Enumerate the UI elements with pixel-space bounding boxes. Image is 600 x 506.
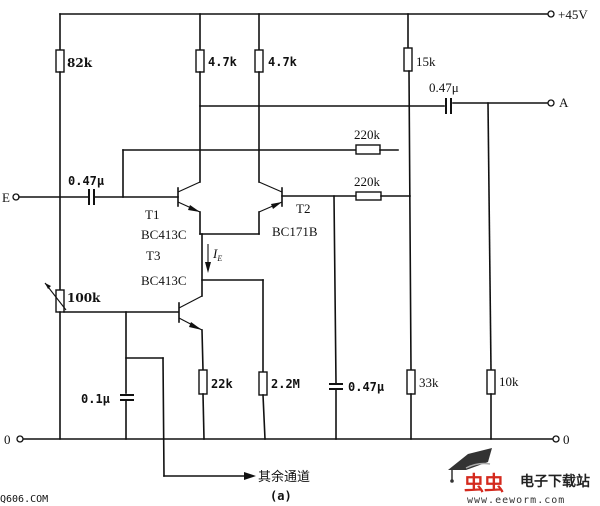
wire (408, 70, 412, 371)
output-terminal-a[interactable] (547, 99, 555, 107)
watermark-left: Q606.COM (0, 494, 48, 505)
transistor-t2 (258, 181, 283, 213)
resistor-82k-label: 82k (67, 56, 93, 70)
wire (201, 329, 204, 371)
resistor-15k-label: 15k (416, 54, 436, 69)
resistor-22k (198, 369, 208, 395)
transistor-t3 (178, 295, 203, 331)
resistor-33k-label: 33k (419, 375, 439, 390)
logo-url: www.eeworm.com (467, 495, 565, 506)
resistor-2m2 (258, 371, 268, 396)
input-terminal-e[interactable] (12, 193, 20, 201)
capacitor-in-label: 0.47μ (68, 174, 104, 188)
other-channels-label: 其余通道 (258, 469, 310, 485)
resistor-10k-label: 10k (499, 374, 519, 389)
current-arrow-head (205, 262, 211, 273)
wire (162, 357, 165, 477)
output-label: A (559, 95, 569, 110)
figure-caption: (a) (270, 489, 292, 503)
supply-terminal[interactable] (547, 10, 555, 18)
t1-part: BC413C (141, 227, 187, 242)
wire (202, 393, 205, 440)
resistor-4k7-2-label: 4.7k (268, 55, 298, 69)
input-label: E (2, 190, 10, 205)
t2-name: T2 (296, 201, 310, 216)
resistor-220k-top-label: 220k (354, 127, 381, 142)
ground-terminal-right[interactable] (552, 435, 560, 443)
resistor-22k-label: 22k (211, 377, 233, 391)
logo (448, 448, 492, 483)
resistor-4k7-1 (195, 49, 205, 73)
supply-label: +45V (558, 7, 588, 22)
current-label: IE (212, 246, 222, 263)
resistor-4k7-2 (254, 49, 264, 73)
resistor-10k (486, 369, 496, 395)
resistor-15k (403, 47, 413, 72)
wire (487, 102, 492, 371)
wire (262, 394, 266, 440)
resistor-33k (406, 369, 416, 395)
other-channels-arrow (244, 472, 256, 480)
capacitor-dec-label: 0.47μ (348, 380, 384, 394)
capacitor-bias-label: 0.1μ (81, 392, 110, 406)
t3-part: BC413C (141, 273, 187, 288)
resistor-100k-label: 100k (67, 291, 101, 305)
resistor-82k (55, 49, 65, 73)
resistor-220k-bottom-label: 220k (354, 174, 381, 189)
wire (333, 195, 337, 384)
graduation-cap-icon (448, 448, 492, 470)
resistor-4k7-1-label: 4.7k (208, 55, 238, 69)
logo-name: 电子下载站 (520, 473, 590, 490)
potentiometer-100k (55, 289, 65, 313)
t2-part: BC171B (272, 224, 318, 239)
transistor-t1 (177, 181, 201, 213)
potentiometer-arrow-head (45, 283, 51, 289)
ground-terminal-left[interactable] (16, 435, 24, 443)
resistor-2m2-label: 2.2M (271, 377, 300, 391)
t3-name: T3 (146, 248, 160, 263)
ground-label-right: 0 (563, 432, 570, 447)
resistor-220k-bottom (355, 191, 382, 201)
ground-label-left: 0 (4, 432, 11, 447)
logo-bug-text: 虫虫 (464, 471, 504, 495)
t1-name: T1 (145, 207, 159, 222)
resistor-220k-top (355, 144, 381, 155)
capacitor-out-label: 0.47μ (429, 80, 459, 95)
